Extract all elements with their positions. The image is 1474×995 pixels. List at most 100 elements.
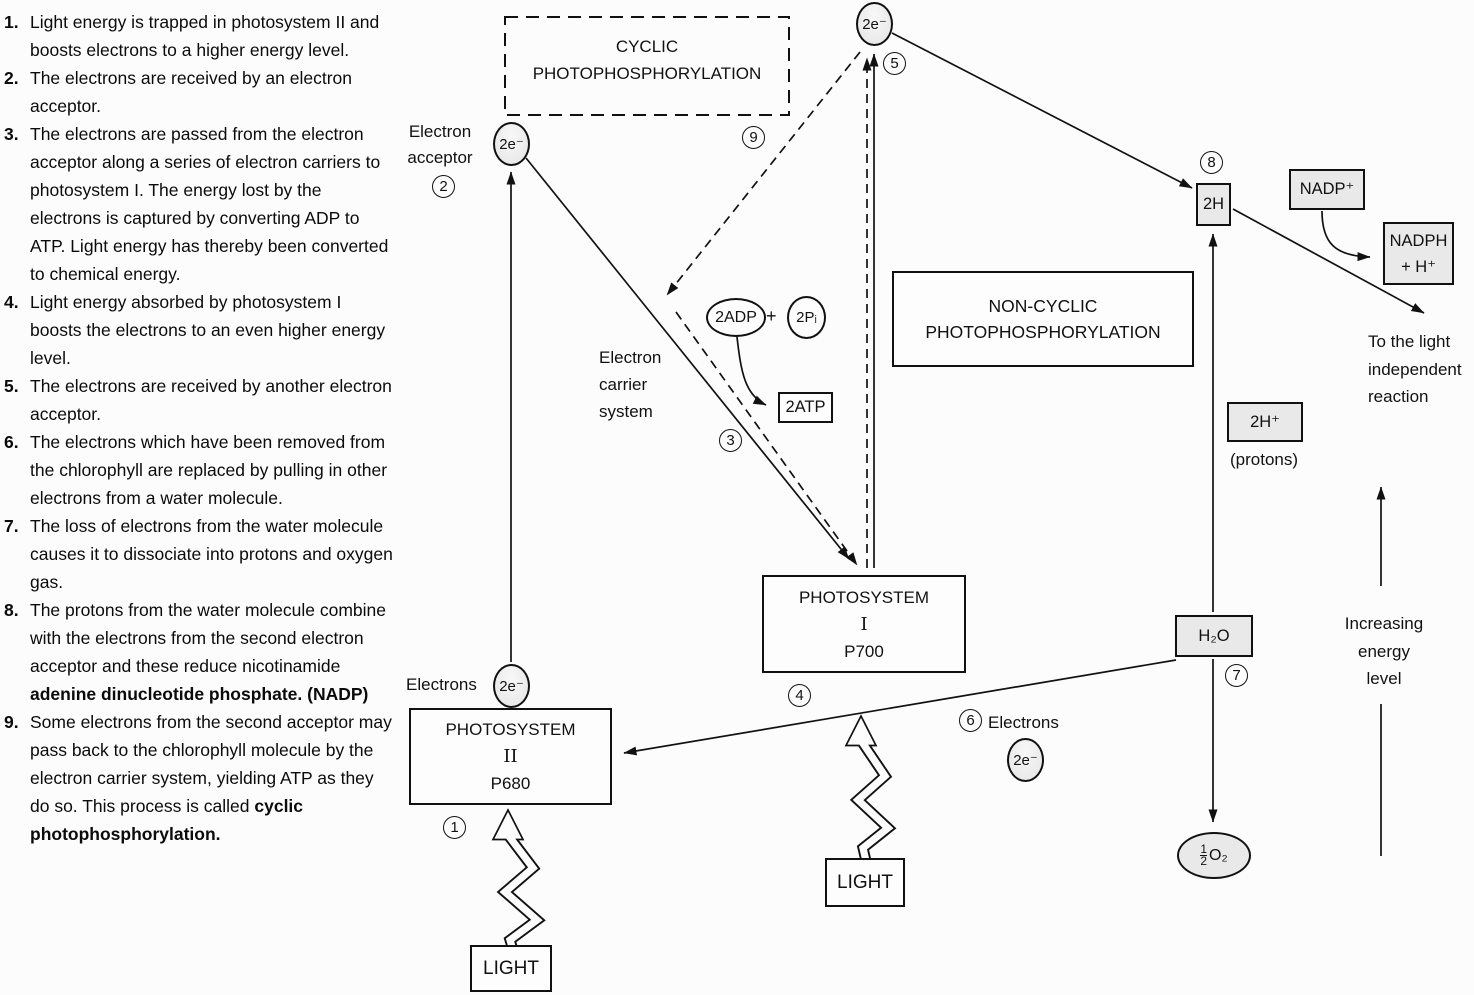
electron-acceptor-line1: Electron xyxy=(408,122,472,141)
adp-ellipse: 2ADP xyxy=(706,298,766,337)
arrow-nadp-to-nadph xyxy=(1321,210,1371,262)
cyclic-title-line1: CYCLIC xyxy=(615,37,679,56)
list-item: 2. The electrons are received by an elect… xyxy=(4,64,396,120)
electron-carrier-line3: system xyxy=(599,402,653,421)
electron-pair-label: 2e⁻ xyxy=(1013,752,1038,769)
step-1-badge: 1 xyxy=(443,816,466,839)
item-text: The electrons which have been removed fr… xyxy=(30,432,388,508)
increasing-line3: level xyxy=(1366,669,1402,688)
light-arrow-ps1 xyxy=(844,714,897,863)
step-6-badge: 6 xyxy=(959,709,982,732)
electron-pair-label: 2e⁻ xyxy=(499,678,524,695)
item-number: 2. xyxy=(4,68,19,88)
item-number: 4. xyxy=(4,292,19,312)
step-7-badge: 7 xyxy=(1225,664,1248,687)
to-light-line2: independent xyxy=(1368,359,1462,379)
numbered-notes-list: 1. Light energy is trapped in photosystem… xyxy=(4,8,396,848)
list-item: 6.The electrons which have been removed … xyxy=(4,428,396,512)
to-light-independent-label: To the light independent reaction xyxy=(1368,328,1462,411)
noncyclic-photophosphorylation-box: NON-CYCLIC PHOTOPHOSPHORYLATION xyxy=(892,271,1194,367)
electron-pair-acceptor2: 2e⁻ xyxy=(856,2,893,46)
list-item: 3.The electrons are passed from the elec… xyxy=(4,120,396,288)
increasing-energy-label: Increasing energy level xyxy=(1336,610,1432,693)
electron-acceptor-label: Electron acceptor xyxy=(396,119,484,171)
light-box-ps2: LIGHT xyxy=(470,945,552,992)
h2-label: 2H xyxy=(1202,195,1225,213)
list-item: 1. Light energy is trapped in photosystem… xyxy=(4,8,396,64)
nadph-line1: NADPH xyxy=(1389,231,1448,250)
electron-carrier-system-label: Electron carrier system xyxy=(599,344,691,425)
item-bold-text: adenine dinucleotide phosphate. (NADP) xyxy=(30,684,369,704)
atp-label: 2ATP xyxy=(785,398,826,416)
item-number: 5. xyxy=(4,376,19,396)
list-item: 7. The loss of electrons from the water m… xyxy=(4,512,396,596)
electron-pair-from-water: 2e⁻ xyxy=(1007,738,1044,782)
noncyclic-title-line2: PHOTOPHOSPHORYLATION xyxy=(925,322,1161,342)
list-item: 5. The electrons are received by another … xyxy=(4,372,396,428)
nadph-box: NADPH + H⁺ xyxy=(1383,222,1454,285)
electron-pair-acceptor1: 2e⁻ xyxy=(493,122,530,166)
item-text: The electrons are received by another el… xyxy=(30,376,392,424)
atp-box: 2ATP xyxy=(778,392,833,423)
nadp-label: NADP⁺ xyxy=(1299,180,1355,198)
electron-pair-label: 2e⁻ xyxy=(862,16,887,33)
phosphate-label: 2Pᵢ xyxy=(796,309,817,326)
electron-acceptor-line2: acceptor xyxy=(407,148,473,167)
step-8-badge: 8 xyxy=(1200,151,1223,174)
protons-caption: (protons) xyxy=(1229,450,1299,469)
step-2-badge: 2 xyxy=(432,175,455,198)
increasing-line2: energy xyxy=(1358,641,1410,661)
nadp-box: NADP⁺ xyxy=(1289,169,1365,210)
increasing-line1: Increasing xyxy=(1344,614,1424,633)
list-item: 9. Some electrons from the second accepto… xyxy=(4,708,396,848)
step-5-badge: 5 xyxy=(883,52,906,75)
item-text: The protons from the water molecule comb… xyxy=(30,600,386,676)
item-number: 1. xyxy=(4,12,19,32)
cyclic-dashed-return-lower xyxy=(675,311,858,566)
item-text: The electrons are received by an electro… xyxy=(30,68,352,116)
nadph-line2: + H⁺ xyxy=(1401,257,1436,276)
list-item: 8. The protons from the water molecule co… xyxy=(4,596,396,708)
light-label: LIGHT xyxy=(837,872,893,893)
item-bold-text: cyclic photophosphorylation. xyxy=(30,796,304,844)
to-light-line3: reaction xyxy=(1368,387,1429,406)
cyclic-title-line2: PHOTOPHOSPHORYLATION xyxy=(532,64,762,83)
hydrogen-2h-box: 2H xyxy=(1196,183,1231,226)
fraction-denominator: 2 xyxy=(1200,854,1208,868)
light-arrow-ps2 xyxy=(491,808,546,952)
light-box-ps1: LIGHT xyxy=(825,858,905,907)
water-box: H₂O xyxy=(1175,615,1253,657)
electron-pair-ps2: 2e⁻ xyxy=(493,664,530,708)
ps1-pigment: P700 xyxy=(844,641,884,661)
item-text: Light energy is trapped in photosystem I… xyxy=(30,12,380,60)
item-text: Some electrons from the second acceptor … xyxy=(30,712,392,816)
item-number: 8. xyxy=(4,600,19,620)
item-text: The loss of electrons from the water mol… xyxy=(30,516,393,592)
arrow-water-to-ps2 xyxy=(623,659,1177,756)
item-number: 7. xyxy=(4,516,19,536)
ps2-title: PHOTOSYSTEM xyxy=(445,720,576,739)
item-number: 9. xyxy=(4,712,19,732)
arrow-adp-to-atp xyxy=(736,336,767,406)
arrow-acceptor2-to-2h xyxy=(891,32,1193,189)
photosystem-2-box: PHOTOSYSTEM II P680 xyxy=(409,708,612,805)
electron-carrier-line1: Electron xyxy=(599,348,662,367)
light-label: LIGHT xyxy=(483,958,539,979)
electron-carrier-line2: carrier xyxy=(599,375,648,394)
electrons-label-water: Electrons xyxy=(988,713,1059,732)
adp-label: 2ADP xyxy=(715,309,757,326)
cyclic-dashed-return-upper xyxy=(666,51,861,296)
ps1-numeral: I xyxy=(860,613,868,635)
step-3-badge: 3 xyxy=(719,429,742,452)
cyclic-photophosphorylation-title: CYCLIC PHOTOPHOSPHORYLATION xyxy=(505,33,789,87)
oxygen-formula: O₂ xyxy=(1209,847,1228,864)
ps2-pigment: P680 xyxy=(490,774,531,793)
protons-2h-box: 2H⁺ xyxy=(1227,402,1303,442)
to-light-line1: To the light xyxy=(1368,332,1451,351)
step-9-badge: 9 xyxy=(742,126,765,149)
fraction-numerator: 1 xyxy=(1200,842,1208,856)
ps1-title: PHOTOSYSTEM xyxy=(798,587,930,607)
